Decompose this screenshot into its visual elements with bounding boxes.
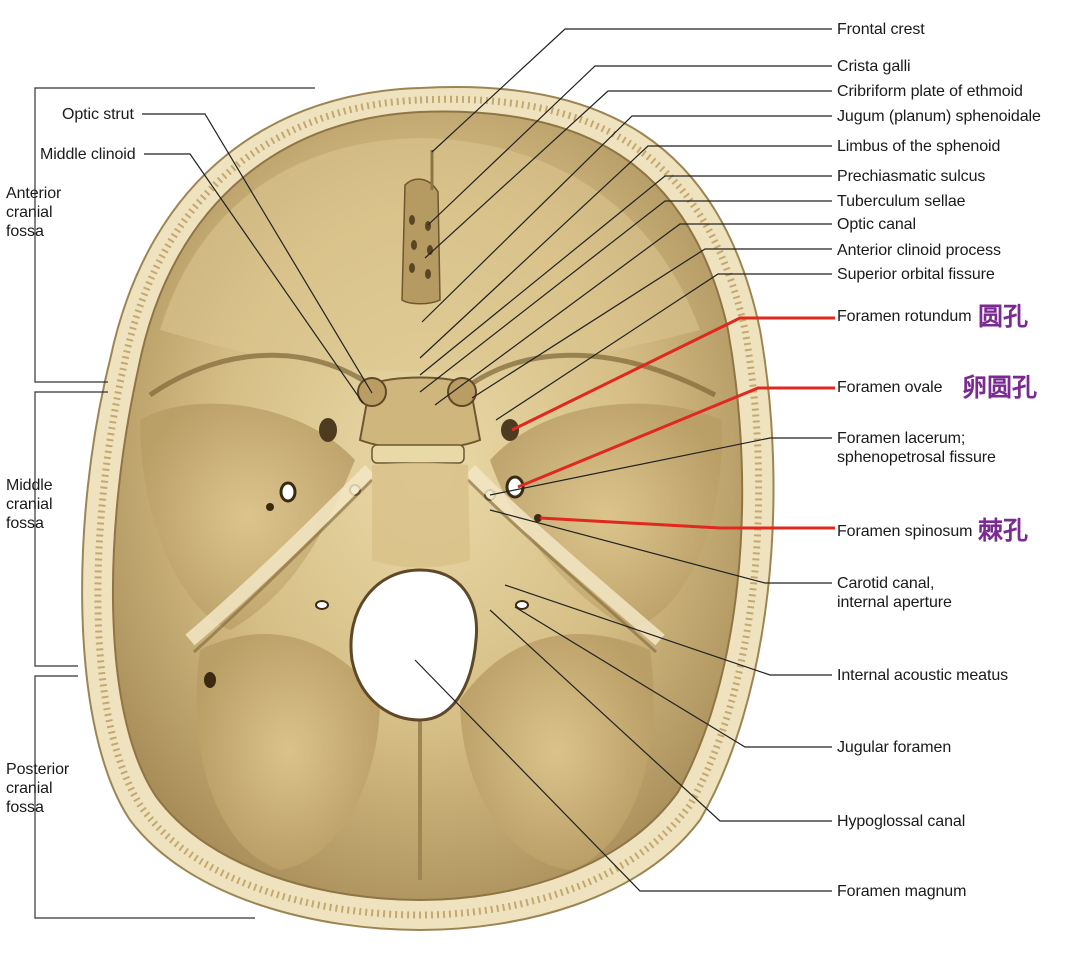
label-foramen-ovale: Foramen ovale xyxy=(837,379,943,396)
middle-fossa-right xyxy=(490,403,723,630)
cribriform-perforations xyxy=(409,215,433,279)
region-label-anterior: Anterior cranial fossa xyxy=(6,185,62,240)
right-leaders xyxy=(414,28,832,892)
diploe-band xyxy=(94,95,763,919)
region-brackets xyxy=(34,87,315,919)
lesser-wing-left xyxy=(148,352,382,398)
label-hypoglossal-canal: Hypoglossal canal xyxy=(837,813,966,830)
posterior-fossa-left xyxy=(196,634,380,870)
label-jugular-foramen: Jugular foramen xyxy=(837,739,952,756)
jugular-foramen-left xyxy=(315,600,329,610)
cn-label-spinosum: 棘孔 xyxy=(978,516,1029,545)
petrous-ridge-left-shadow xyxy=(192,478,374,654)
petrous-ridge-left xyxy=(185,465,375,646)
label-anterior-clinoid: Anterior clinoid process xyxy=(837,242,1001,259)
foramen-rotundum-left xyxy=(319,418,337,442)
petrous-ridge-right xyxy=(465,465,665,646)
label-tuberculum-sellae: Tuberculum sellae xyxy=(837,193,966,210)
foramen-rotundum-right xyxy=(501,419,519,441)
region-label-posterior: Posterior cranial fossa xyxy=(6,761,70,816)
label-cribriform-plate: Cribriform plate of ethmoid xyxy=(837,83,1023,100)
label-foramen-lacerum: Foramen lacerum; sphenopetrosal fissure xyxy=(837,430,996,466)
label-limbus-sphenoid: Limbus of the sphenoid xyxy=(837,138,1001,155)
lesser-wing-right xyxy=(458,352,717,398)
red-leaders xyxy=(511,316,835,530)
label-frontal-crest: Frontal crest xyxy=(837,21,925,38)
foramen-spinosum-right xyxy=(534,514,542,522)
label-prechiasmatic-sulcus: Prechiasmatic sulcus xyxy=(837,168,986,185)
foramen-ovale-right xyxy=(505,475,525,499)
dorsum-sellae xyxy=(371,444,465,464)
label-internal-acoustic-meatus: Internal acoustic meatus xyxy=(837,667,1009,684)
label-crista-galli: Crista galli xyxy=(837,58,911,75)
label-foramen-magnum: Foramen magnum xyxy=(837,883,967,900)
label-carotid-canal: Carotid canal, internal aperture xyxy=(837,575,952,611)
left-leaders xyxy=(142,113,373,404)
label-middle-clinoid: Middle clinoid xyxy=(40,146,136,163)
clinoid-right xyxy=(447,377,477,407)
posterior-fossa-right xyxy=(460,634,654,870)
middle-fossa-left xyxy=(140,403,355,630)
clivus xyxy=(372,462,470,568)
region-label-middle: Middle cranial fossa xyxy=(6,477,53,532)
crista-galli-shape xyxy=(401,178,441,305)
acoustic-meatus-left xyxy=(204,672,216,688)
foramen-spinosum-left xyxy=(266,503,274,511)
petrous-ridge-right-shadow xyxy=(466,478,658,654)
label-foramen-rotundum: Foramen rotundum xyxy=(837,308,972,325)
label-optic-canal: Optic canal xyxy=(837,216,916,233)
foramen-magnum-hole xyxy=(349,568,478,722)
jugular-foramen-right xyxy=(515,600,529,610)
label-foramen-spinosum: Foramen spinosum xyxy=(837,523,973,540)
label-superior-orbital-fissure: Superior orbital fissure xyxy=(837,266,995,283)
label-optic-strut: Optic strut xyxy=(62,106,134,123)
cn-label-ovale: 卵圆孔 xyxy=(962,373,1038,402)
foramen-ovale-left xyxy=(279,481,297,503)
label-jugum-sphenoidale: Jugum (planum) sphenoidale xyxy=(837,108,1041,125)
cn-label-rotundum: 圆孔 xyxy=(978,302,1029,331)
